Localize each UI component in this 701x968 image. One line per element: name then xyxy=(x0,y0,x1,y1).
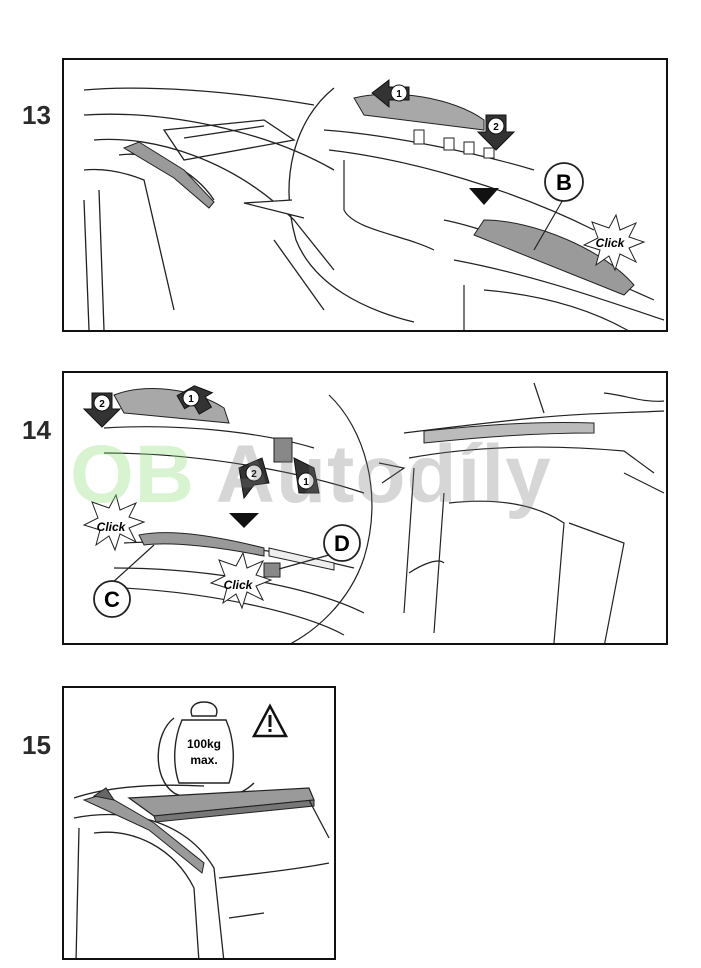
callout-d: D xyxy=(334,531,350,556)
step-13-panel: 1 2 B Click xyxy=(62,58,668,332)
svg-text:2: 2 xyxy=(251,469,257,480)
step-number-14: 14 xyxy=(22,415,51,445)
click-label-13: Click xyxy=(596,236,626,250)
badge-arrow-2a: 2 xyxy=(82,392,122,428)
step-15-panel: 100kg max. xyxy=(62,686,336,960)
step-13-illustration: 1 2 B Click xyxy=(83,78,665,330)
step-number-13: 13 xyxy=(22,100,51,130)
badge-arrow-2: 2 xyxy=(476,114,516,151)
badge-arrow-2b: 2 xyxy=(238,457,270,500)
step-14-panel: 2 1 2 1 Click Click C D xyxy=(62,371,668,645)
arrow-down-icon xyxy=(229,513,259,528)
arrow-down-icon xyxy=(469,188,499,205)
weight-icon xyxy=(174,701,234,784)
warning-triangle-icon xyxy=(251,703,289,738)
step-15-illustration: 100kg max. xyxy=(73,701,330,958)
weight-label-line2: max. xyxy=(190,753,217,767)
click-label-14-left: Click xyxy=(97,520,127,534)
callout-c: C xyxy=(104,587,120,612)
badge-arrow-1: 1 xyxy=(371,78,410,109)
step-number-15: 15 xyxy=(22,730,51,760)
svg-text:2: 2 xyxy=(493,122,499,133)
step-14-illustration: 2 1 2 1 Click Click C D xyxy=(82,382,665,643)
svg-text:1: 1 xyxy=(188,394,194,405)
badge-arrow-1a: 1 xyxy=(176,385,214,415)
badge-arrow-1b: 1 xyxy=(293,457,320,494)
svg-text:1: 1 xyxy=(396,89,402,100)
svg-text:2: 2 xyxy=(99,399,105,410)
click-label-14-right: Click xyxy=(224,578,254,592)
svg-text:1: 1 xyxy=(303,477,309,488)
weight-label-line1: 100kg xyxy=(187,737,221,751)
callout-b: B xyxy=(556,170,572,195)
